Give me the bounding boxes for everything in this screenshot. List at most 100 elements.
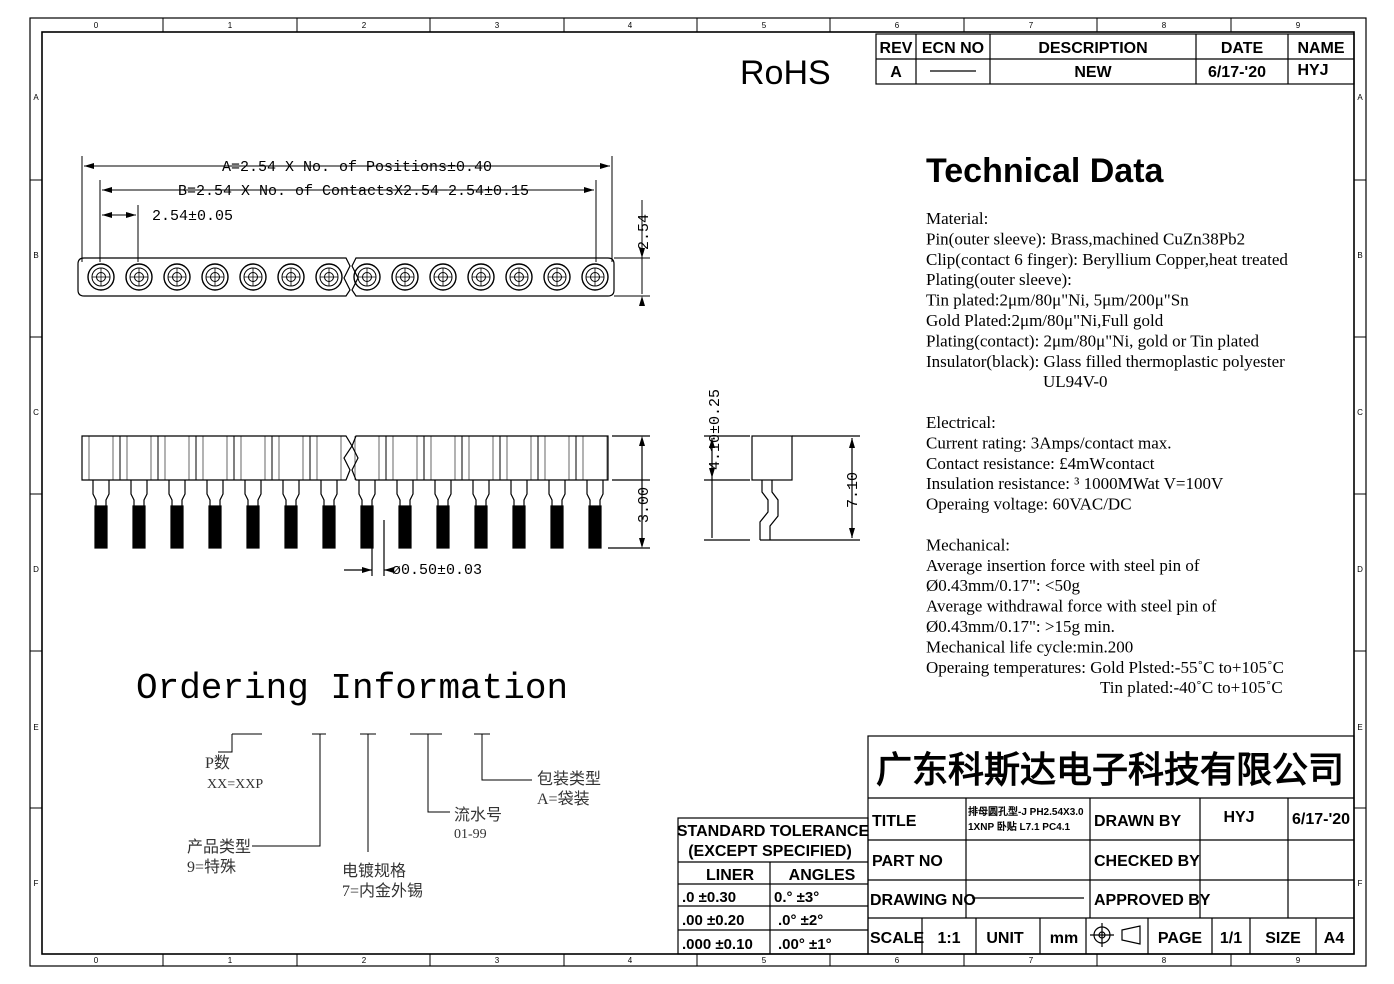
part-no-label: PART NO bbox=[872, 853, 943, 870]
zone-column-label: 8 bbox=[1162, 956, 1167, 965]
page-label: PAGE bbox=[1158, 930, 1202, 947]
contact-hole-icon bbox=[163, 263, 191, 291]
zone-column-label: 9 bbox=[1296, 956, 1301, 965]
zone-row-label: D bbox=[1357, 565, 1363, 574]
tolerance-subtitle: (EXCEPT SPECIFIED) bbox=[688, 843, 852, 860]
company-name: 广东科斯达电子科技有限公司 bbox=[876, 749, 1344, 790]
technical-data-line: Gold Plated:2μm/80μ"Ni,Full gold bbox=[926, 311, 1164, 330]
description-header: DESCRIPTION bbox=[1038, 40, 1147, 57]
zone-column-label: 4 bbox=[628, 21, 633, 30]
zone-row-label: E bbox=[33, 723, 38, 732]
zone-row-label: C bbox=[1357, 408, 1363, 417]
pin bbox=[461, 436, 494, 549]
top-contact-holes bbox=[87, 263, 609, 291]
body-height-label: 4.10±0.25 bbox=[707, 389, 724, 470]
zone-column-label: 5 bbox=[762, 956, 767, 965]
zone-row-label: E bbox=[1357, 723, 1362, 732]
zone-column-label: 3 bbox=[495, 21, 500, 30]
pitch-label: 2.54±0.05 bbox=[152, 208, 233, 225]
pin bbox=[385, 436, 418, 549]
zone-row-label: A bbox=[33, 93, 39, 102]
scale-value: 1:1 bbox=[937, 930, 960, 947]
tolerance-title: STANDARD TOLERANCE bbox=[677, 823, 870, 840]
pin bbox=[88, 436, 114, 549]
date-header: DATE bbox=[1221, 40, 1264, 57]
scale-label: SCALE bbox=[870, 930, 925, 947]
total-height-label: 7.10 bbox=[845, 472, 862, 508]
pin bbox=[423, 436, 456, 549]
dimension-a-label: A=2.54 X No. of Positions±0.40 bbox=[222, 159, 492, 176]
technical-data-line: Pin(outer sleeve): Brass,machined CuZn38… bbox=[926, 229, 1245, 248]
rev-header: REV bbox=[880, 40, 913, 57]
title-block bbox=[867, 735, 1355, 955]
description-value: NEW bbox=[1074, 64, 1112, 81]
side-height-label: 3.00 bbox=[636, 487, 653, 523]
technical-data-line: Mechanical: bbox=[926, 535, 1010, 554]
technical-data-title: Technical Data bbox=[926, 152, 1165, 190]
zone-row-label: C bbox=[33, 408, 39, 417]
pin bbox=[499, 436, 532, 549]
technical-data-line: Tin plated:2μm/80μ"Ni, 5μm/200μ"Sn bbox=[926, 291, 1189, 310]
contact-hole-icon bbox=[125, 263, 153, 291]
p-label: P数 bbox=[205, 754, 230, 772]
technical-data-line: Electrical: bbox=[926, 413, 996, 432]
zone-column-label: 7 bbox=[1029, 21, 1034, 30]
drawn-date: 6/17-'20 bbox=[1292, 811, 1350, 828]
contact-hole-icon bbox=[543, 263, 571, 291]
contact-hole-icon bbox=[429, 263, 457, 291]
size-label: SIZE bbox=[1265, 930, 1301, 947]
ordering-title: Ordering Information bbox=[136, 668, 568, 709]
ordering-leaders bbox=[218, 733, 532, 852]
pin bbox=[119, 436, 152, 549]
technical-data-line: Operaing voltage: 60VAC/DC bbox=[926, 495, 1132, 514]
contact-hole-icon bbox=[391, 263, 419, 291]
zone-column-label: 6 bbox=[895, 21, 900, 30]
technical-data-line: Plating(contact): 2μm/80μ"Ni, gold or Ti… bbox=[926, 331, 1260, 350]
name-header: NAME bbox=[1297, 40, 1344, 57]
rev-value: A bbox=[890, 64, 902, 81]
pin bbox=[309, 436, 342, 549]
technical-data-line: Operaing temperatures: Gold Plsted:-55˚C… bbox=[926, 658, 1284, 677]
technical-data-body: Material:Pin(outer sleeve): Brass,machin… bbox=[926, 209, 1288, 697]
zone-row-label: F bbox=[34, 879, 39, 888]
contact-hole-icon bbox=[581, 263, 609, 291]
checked-by-label: CHECKED BY bbox=[1094, 853, 1200, 870]
side-view-connector bbox=[704, 435, 860, 541]
pin bbox=[271, 436, 304, 549]
technical-data-line: Average withdrawal force with steel pin … bbox=[926, 597, 1217, 616]
type-value: 9=特殊 bbox=[187, 858, 236, 876]
technical-data-line: Contact resistance: £4mWcontact bbox=[926, 454, 1155, 473]
angles-header: ANGLES bbox=[789, 867, 856, 884]
zone-column-label: 2 bbox=[362, 21, 367, 30]
projection-symbol-icon bbox=[1090, 923, 1141, 947]
zone-row-label: B bbox=[1357, 251, 1362, 260]
tolerance-liner-2: .00 ±0.20 bbox=[682, 912, 744, 929]
technical-data-line: UL94V-0 bbox=[1043, 372, 1108, 391]
technical-data-line: Mechanical life cycle:min.200 bbox=[926, 637, 1133, 656]
contact-hole-icon bbox=[505, 263, 533, 291]
page-value: 1/1 bbox=[1220, 930, 1242, 947]
tolerance-liner-1: .0 ±0.30 bbox=[682, 889, 736, 906]
pin bbox=[354, 436, 380, 549]
plating-value: 7=内金外锡 bbox=[342, 882, 423, 900]
contact-hole-icon bbox=[315, 263, 343, 291]
approved-by-label: APPROVED BY bbox=[1094, 892, 1211, 909]
pin-diameter-label: ø0.50±0.03 bbox=[392, 562, 482, 579]
technical-data-line: Tin plated:-40˚C to+105˚C bbox=[1100, 678, 1283, 697]
p-value: XX=XXP bbox=[207, 777, 263, 792]
zone-row-label: F bbox=[1358, 879, 1363, 888]
rohs-mark: RoHS bbox=[740, 54, 831, 92]
technical-data-line: Insulator(black): Glass filled thermopla… bbox=[926, 352, 1285, 371]
unit-value: mm bbox=[1050, 930, 1078, 947]
unit-label: UNIT bbox=[986, 930, 1024, 947]
liner-header: LINER bbox=[706, 867, 754, 884]
tolerance-angle-1: 0.° ±3° bbox=[774, 889, 819, 906]
drawn-by-label: DRAWN BY bbox=[1094, 813, 1181, 830]
outer-frame bbox=[29, 17, 1367, 967]
contact-hole-icon bbox=[201, 263, 229, 291]
front-pins bbox=[81, 435, 609, 549]
technical-data-line: Plating(outer sleeve): bbox=[926, 270, 1072, 289]
pin bbox=[157, 436, 190, 549]
pin bbox=[233, 436, 266, 549]
